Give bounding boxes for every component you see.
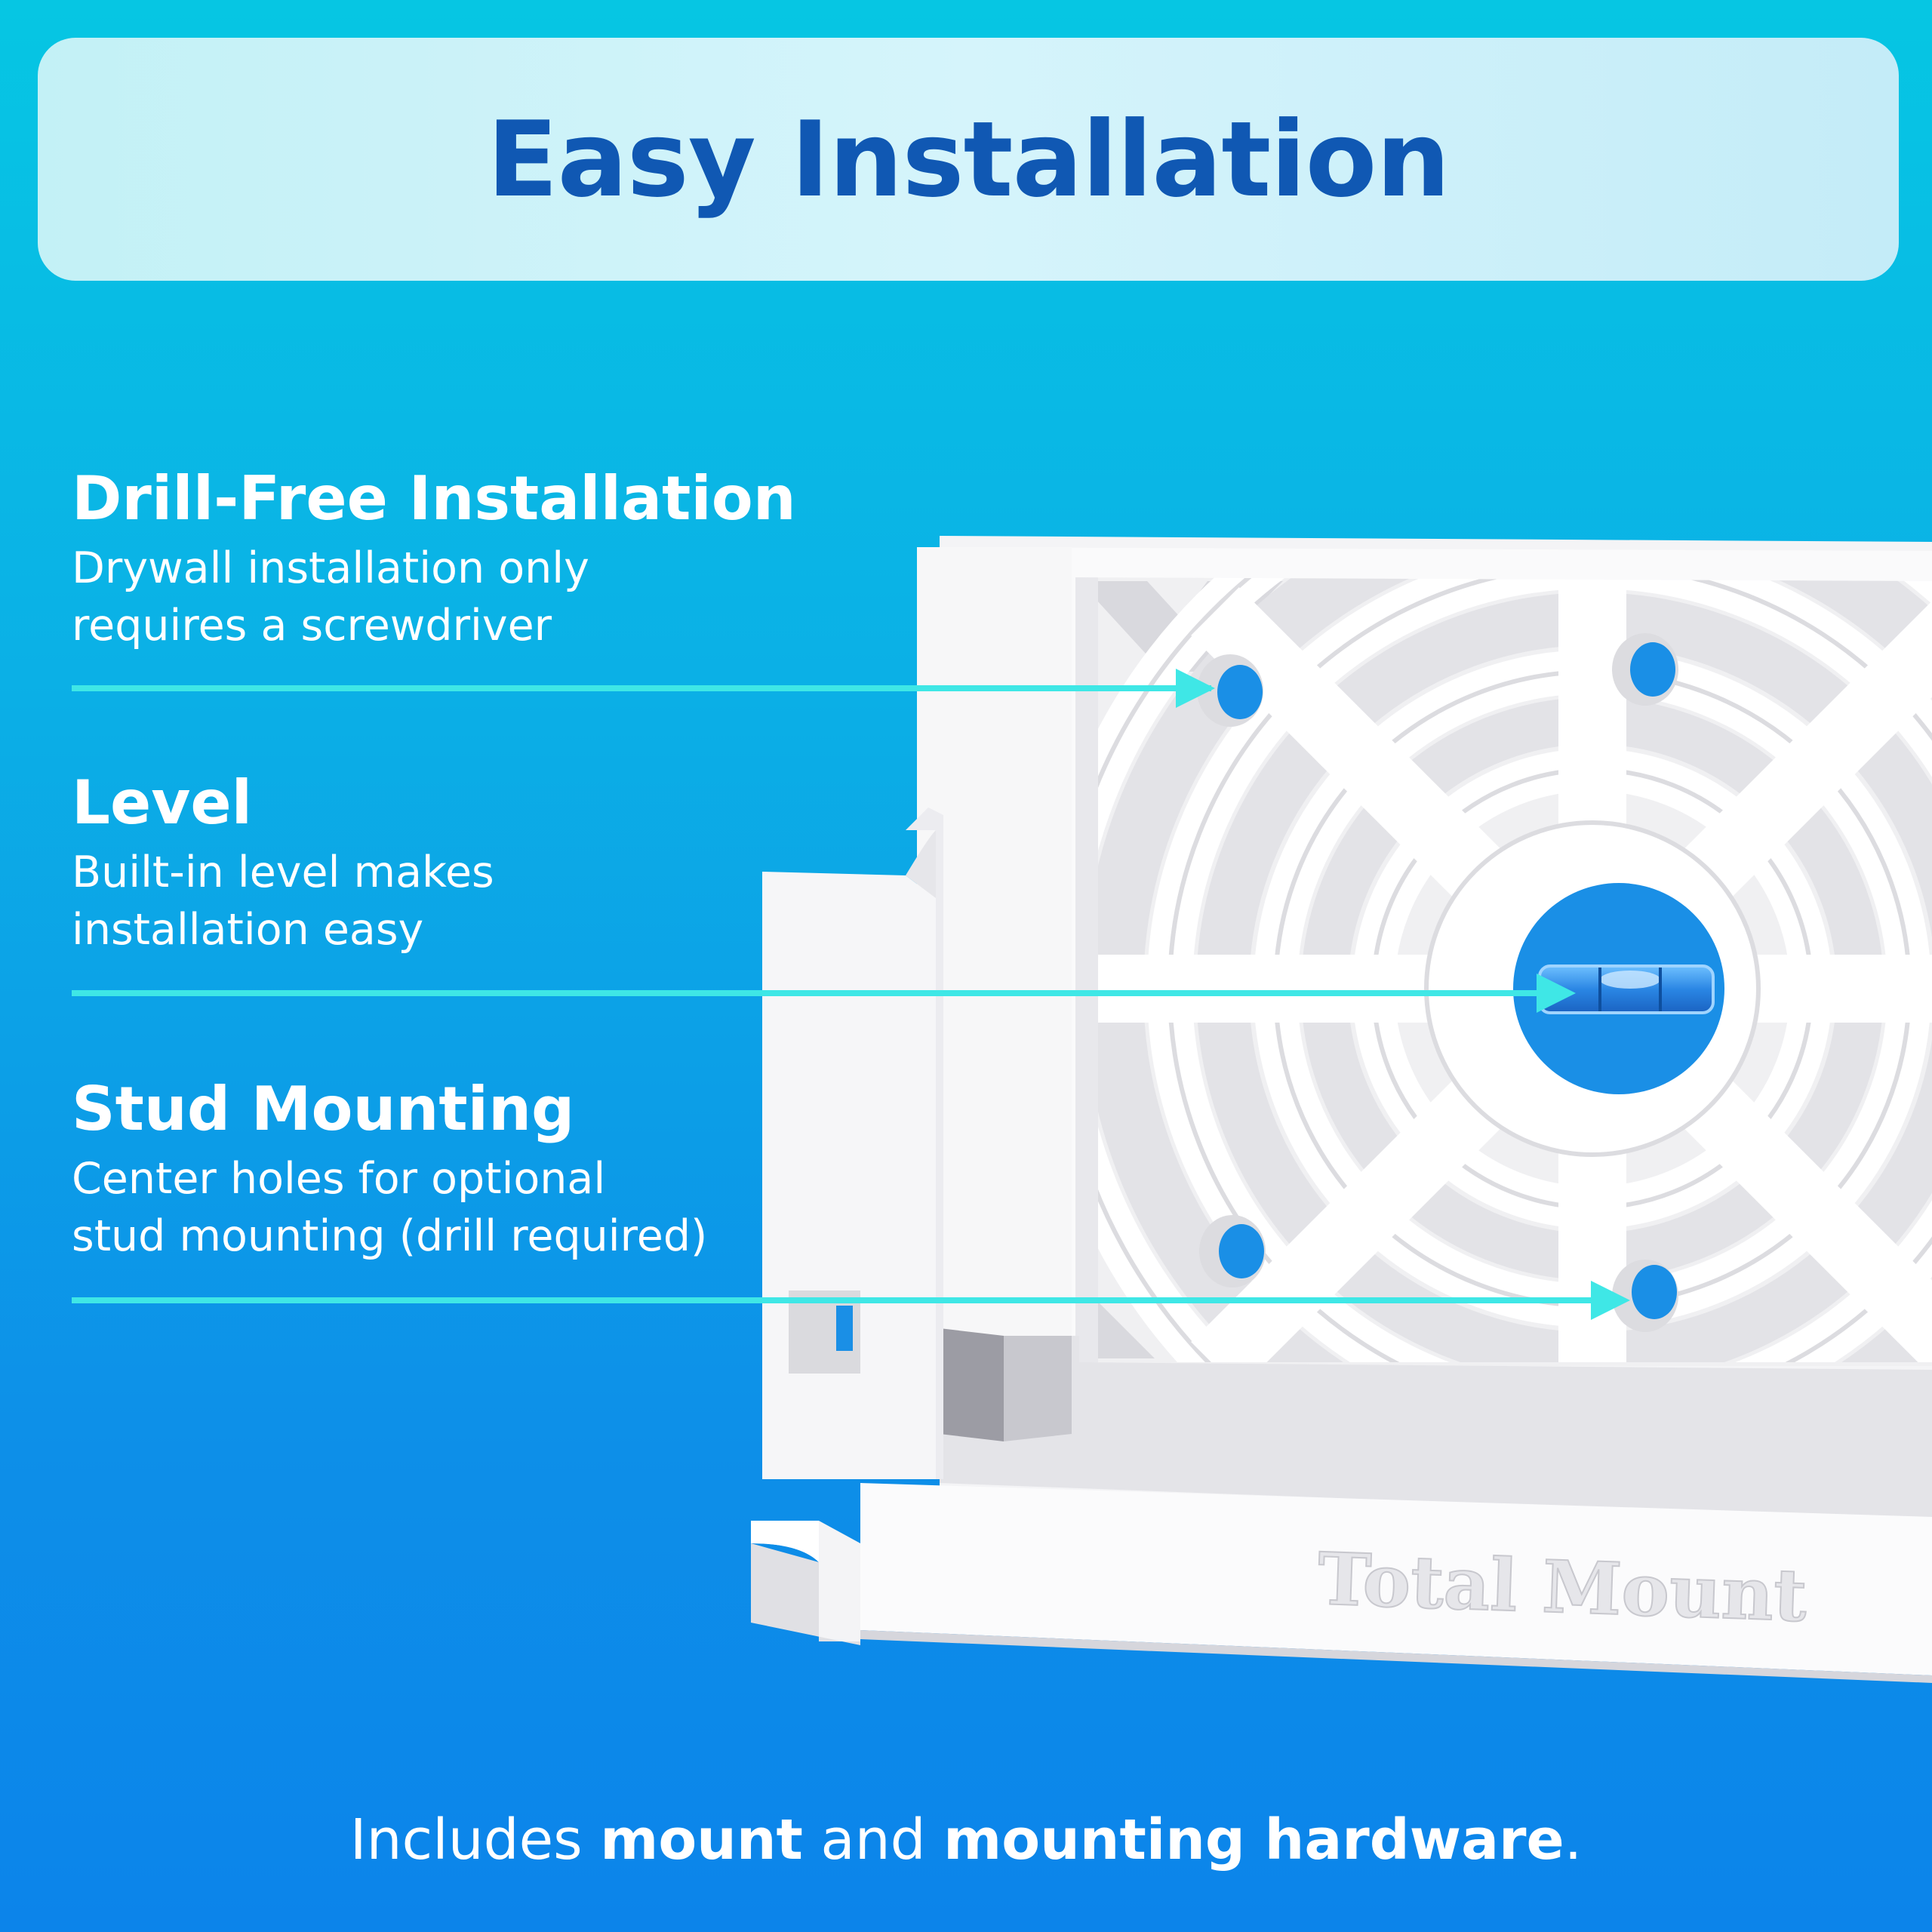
callout-line	[72, 1297, 1619, 1303]
tray-floor	[940, 1336, 1932, 1521]
brand-embossed-text: Total Mount	[1316, 1537, 1808, 1638]
screw-hole-icon	[1199, 1215, 1266, 1287]
header-banner: Easy Installation	[38, 38, 1899, 281]
feature-description: Built-in level makes installation easy	[72, 848, 494, 955]
feature-stud-mounting: Stud Mounting Center holes for optional …	[72, 1075, 707, 1265]
feature-title: Stud Mounting	[72, 1074, 575, 1144]
arrow-right-icon	[1591, 1281, 1630, 1320]
feature-title: Drill-Free Installation	[72, 463, 796, 534]
arrow-right-icon	[1537, 974, 1576, 1013]
footer-caption: Includes mount and mounting hardware.	[349, 1807, 1583, 1872]
callout-line	[72, 990, 1543, 996]
tray-front-lip	[860, 1483, 1932, 1675]
feature-level: Level Built-in level makes installation …	[72, 768, 494, 958]
feature-title: Level	[72, 768, 253, 838]
page-title: Easy Installation	[487, 98, 1450, 220]
callout-line	[72, 685, 1211, 691]
arrow-right-icon	[1176, 669, 1215, 708]
feature-drill-free: Drill-Free Installation Drywall installa…	[72, 464, 796, 654]
feature-description: Drywall installation only requires a scr…	[72, 543, 589, 651]
screw-hole-icon	[1612, 633, 1678, 706]
bubble-level-icon	[1513, 883, 1724, 1094]
side-clip	[762, 872, 936, 1479]
feature-description: Center holes for optional stud mounting …	[72, 1154, 708, 1261]
